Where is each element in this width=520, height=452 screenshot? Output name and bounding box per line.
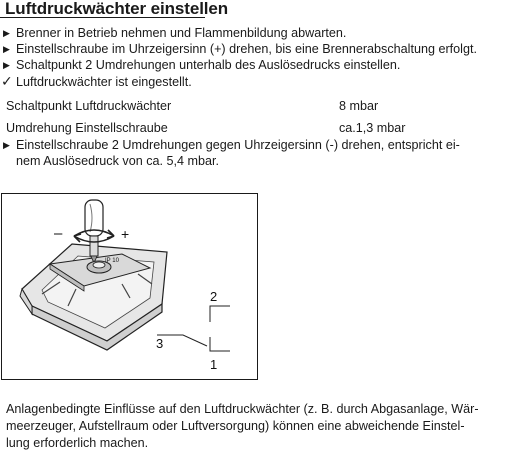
triangle-bullet-icon: ▶ — [3, 60, 10, 70]
triangle-bullet-icon: ▶ — [3, 44, 10, 54]
table-row-label: Umdrehung Einstellschraube — [6, 121, 168, 135]
footer-line-2: meerzeuger, Aufstellraum oder Luftversor… — [6, 419, 465, 433]
result-text: Luftdruckwächter ist eingestellt. — [16, 75, 192, 89]
plus-label: + — [121, 226, 129, 242]
pressure-switch-figure: – + IP 10 2 3 1 — [1, 193, 258, 380]
minus-label: – — [54, 225, 63, 242]
step-3-text: Schaltpunkt 2 Umdrehungen unterhalb des … — [16, 58, 401, 72]
note-step-line-2: nem Auslösedruck von ca. 5,4 mbar. — [16, 154, 220, 168]
triangle-bullet-icon: ▶ — [3, 28, 10, 38]
triangle-bullet-icon: ▶ — [3, 140, 10, 150]
terminal-2-label: 2 — [210, 289, 217, 304]
table-row-value: 8 mbar — [339, 99, 379, 113]
step-2-text: Einstellschraube im Uhrzeigersinn (+) dr… — [16, 42, 477, 56]
pressure-switch-illustration: – + IP 10 2 3 1 — [19, 199, 230, 372]
terminal-1-label: 1 — [210, 357, 217, 372]
table-row-label: Schaltpunkt Luftdruckwächter — [6, 99, 172, 113]
dial-label: IP 10 — [105, 258, 120, 264]
terminal-3-label: 3 — [156, 336, 163, 351]
table-row-value: ca.1,3 mbar — [339, 121, 406, 135]
footer-line-3: lung erforderlich machen. — [6, 436, 149, 450]
page-title: Luftdruckwächter einstellen — [5, 0, 229, 18]
note-step-line-1: Einstellschraube 2 Umdrehungen gegen Uhr… — [16, 138, 460, 152]
step-1-text: Brenner in Betrieb nehmen und Flammenbil… — [16, 26, 347, 40]
footer-line-1: Anlagenbedingte Einflüsse auf den Luftdr… — [6, 402, 479, 416]
checkmark-icon: ✓ — [1, 73, 13, 89]
title-underline — [0, 17, 205, 18]
